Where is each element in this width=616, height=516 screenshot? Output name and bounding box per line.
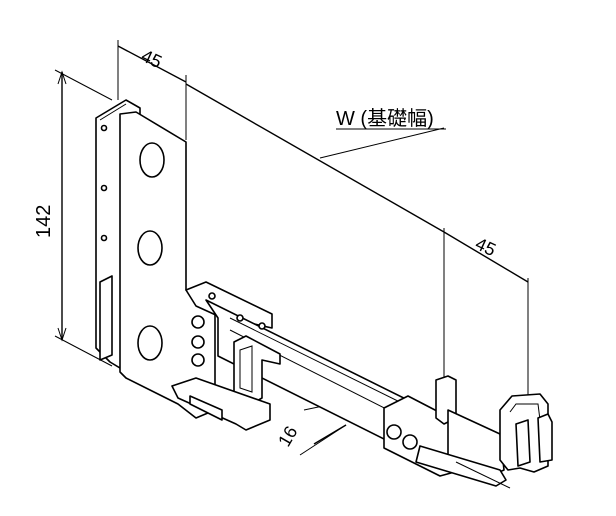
bracket-arm [171,281,433,453]
foundation-width-label: W (基礎幅) [336,107,434,130]
height-label: 142 [33,205,55,238]
dimension-lines [54,40,529,456]
lower-offset-label: 16 [274,423,301,450]
plate-hole-upper [139,142,165,178]
bracket-right-clip [383,375,553,489]
bracket-left-plate [95,99,216,419]
plate-hole-lower [137,325,163,361]
plate-hole-middle [137,230,163,266]
right-width-label: 45 [472,233,499,260]
